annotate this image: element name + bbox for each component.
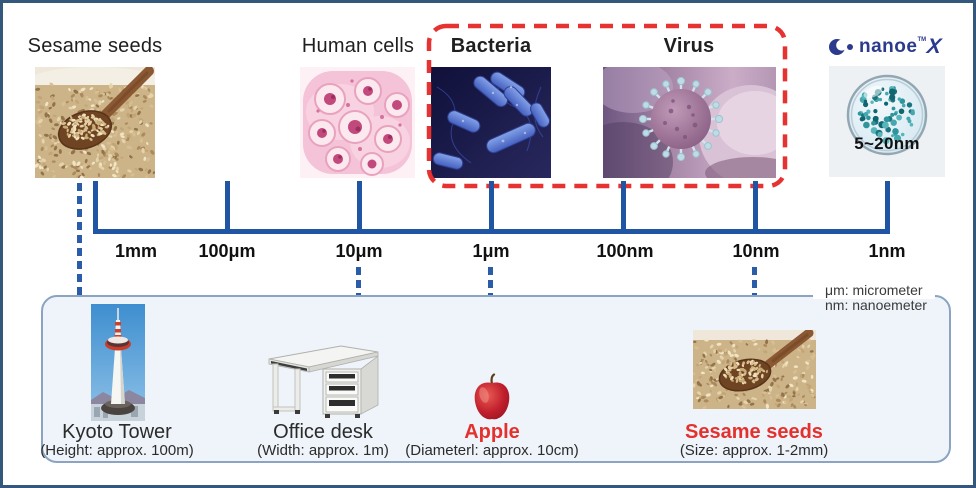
logo-word: nanoe — [859, 36, 918, 57]
unit-legend: μm: micrometer nm: nanoemeter — [825, 283, 927, 313]
caption-sesame-seeds-detail: (Size: approx. 1-2mm) — [679, 442, 829, 459]
label-human-cells: Human cells — [301, 35, 415, 57]
label-sesame-seeds-top: Sesame seeds — [27, 35, 163, 57]
scale-label-10nm: 10nm — [732, 241, 780, 261]
apple-photo — [474, 373, 510, 420]
caption-sesame-seeds-name: Sesame seeds — [685, 421, 823, 443]
label-bacteria: Bacteria — [450, 35, 532, 57]
label-virus: Virus — [663, 35, 715, 57]
guide-line-sesame — [77, 183, 82, 309]
caption-office-desk-detail: (Width: approx. 1m) — [257, 442, 389, 459]
scale-tick-10um — [356, 181, 362, 231]
logo-x: X — [925, 35, 943, 58]
scale-tick-100nm — [620, 181, 626, 231]
logo-tm: TM — [917, 37, 927, 43]
caption-apple-detail: (Diameterl: approx. 10cm) — [405, 442, 579, 459]
caption-sesame-seeds: Sesame seeds (Size: approx. 1-2mm) — [680, 422, 828, 459]
scale-label-1mm: 1mm — [114, 241, 158, 261]
scale-label-100nm: 100nm — [596, 241, 654, 261]
nanoe-size-label: 5~20nm — [854, 134, 920, 153]
caption-kyoto-tower-detail: (Height: approx. 100m) — [40, 442, 194, 459]
scale-label-1um: 1μm — [472, 241, 510, 261]
nanoe-particle-photo — [829, 66, 945, 177]
sesame-seeds-photo-small — [693, 330, 816, 409]
scale-label-1nm: 1nm — [868, 241, 906, 261]
scale-tick-1um — [488, 181, 494, 231]
unit-legend-line2: nm: nanoemeter — [825, 297, 927, 313]
caption-kyoto-tower: Kyoto Tower (Height: approx. 100m) — [40, 422, 193, 459]
caption-kyoto-tower-name: Kyoto Tower — [62, 421, 172, 443]
caption-office-desk: Office desk (Width: approx. 1m) — [257, 422, 389, 459]
scale-label-100um: 100μm — [198, 241, 256, 261]
unit-legend-line1: μm: micrometer — [825, 282, 923, 298]
caption-apple: Apple (Diameterl: approx. 10cm) — [405, 422, 578, 459]
pathogen-highlight-box — [426, 23, 788, 189]
caption-apple-name: Apple — [464, 421, 520, 443]
nanoe-mark-icon — [829, 39, 853, 55]
kyoto-tower-photo — [91, 304, 145, 421]
scale-label-10um: 10μm — [335, 241, 383, 261]
sesame-seeds-photo — [35, 67, 155, 178]
scale-tick-1mm — [93, 181, 98, 231]
caption-office-desk-name: Office desk — [273, 421, 373, 443]
coronavirus-particle — [638, 76, 724, 162]
virus-photo — [603, 67, 776, 178]
scale-axis-line — [93, 229, 890, 234]
scale-tick-10nm — [752, 181, 758, 231]
scale-tick-1nm — [885, 181, 890, 231]
office-desk-illustration — [268, 345, 379, 418]
bacteria-photo — [431, 67, 551, 178]
scale-tick-100um — [224, 181, 230, 231]
legend-backdrop — [813, 292, 935, 299]
human-cells-illustration — [300, 67, 415, 178]
